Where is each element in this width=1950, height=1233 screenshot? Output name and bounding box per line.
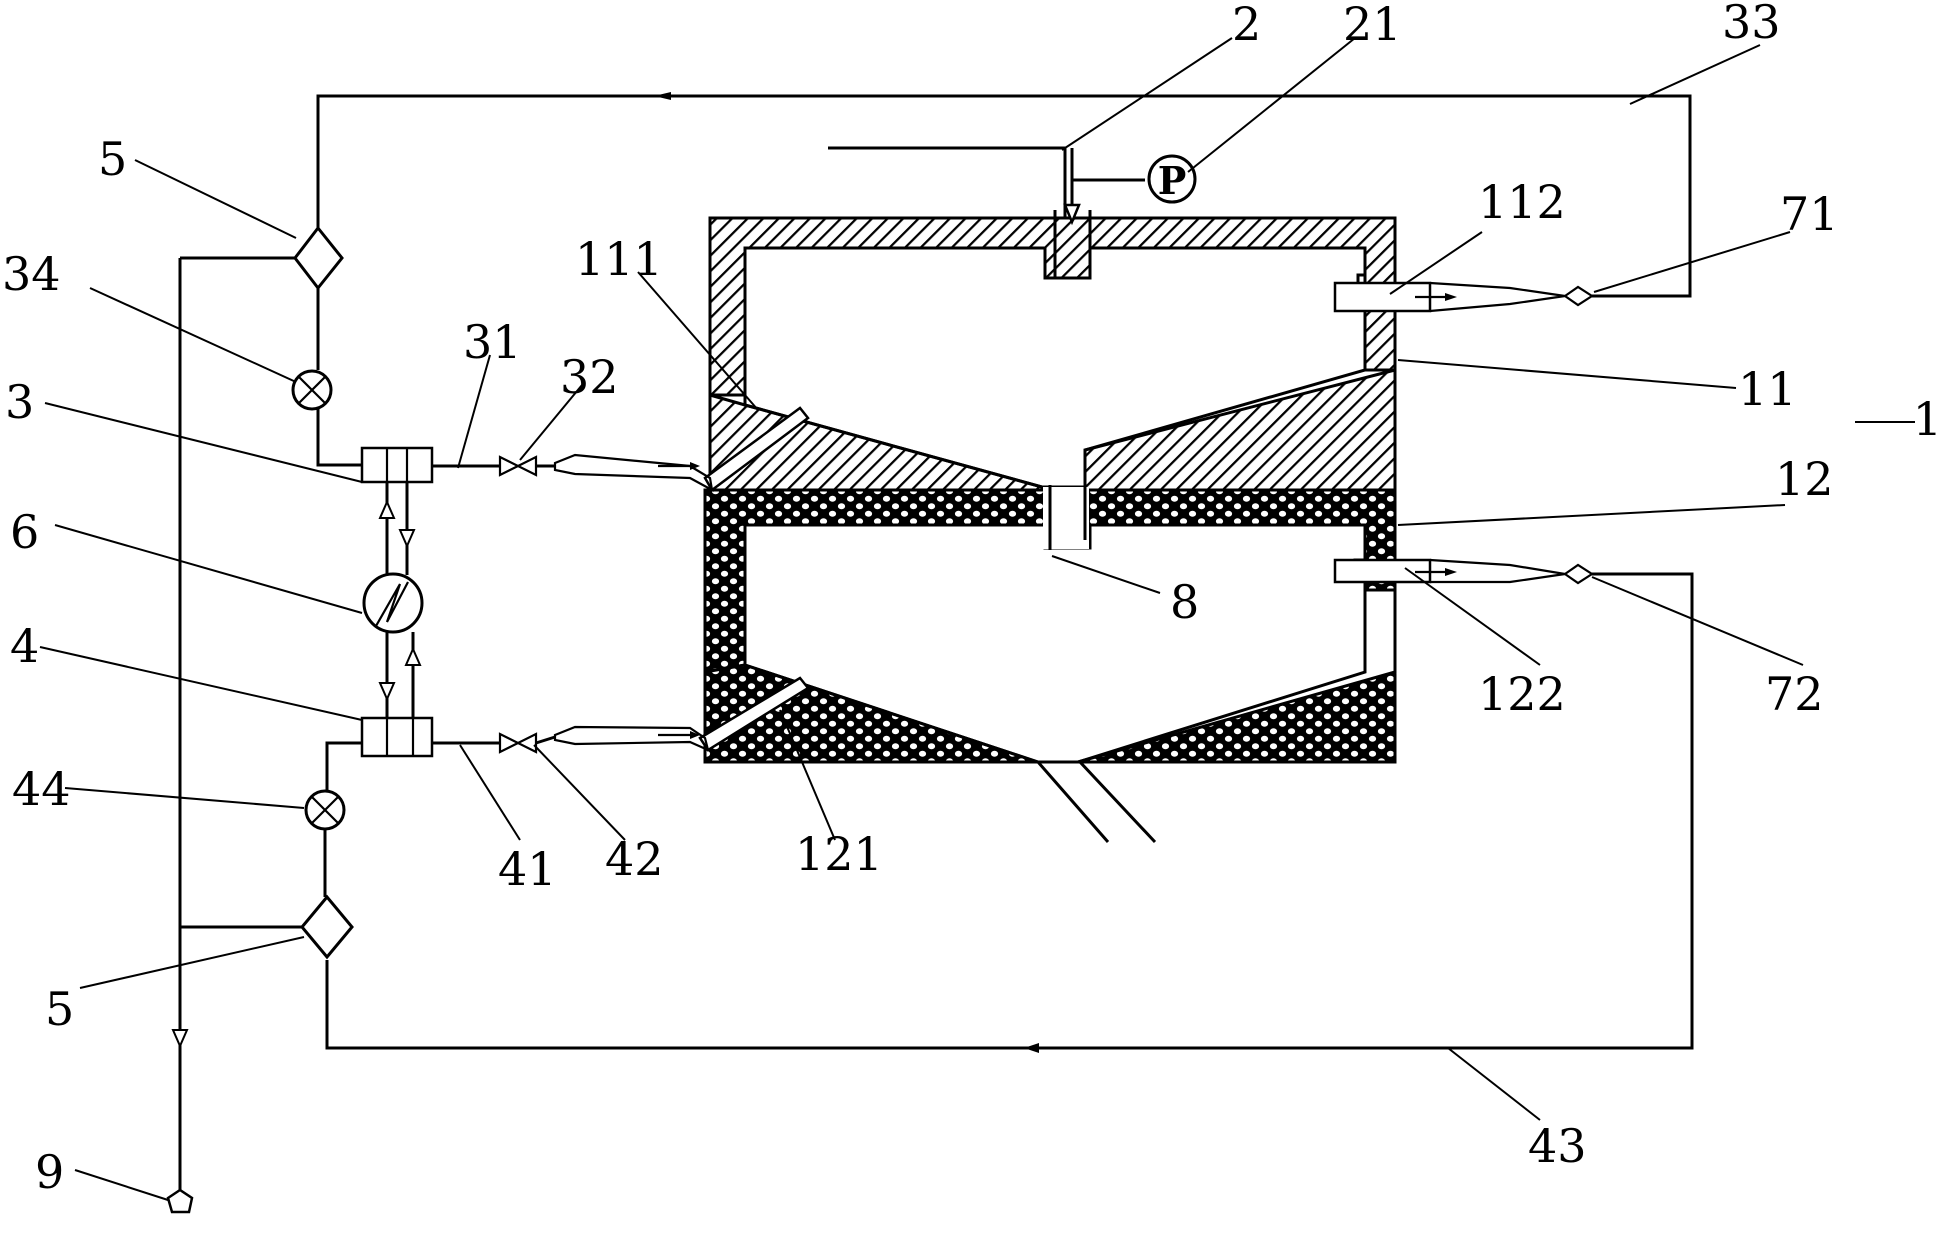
label-42: 42 (605, 832, 664, 886)
mixer-3 (360, 446, 500, 484)
valve-42 (498, 732, 556, 754)
label-31: 31 (463, 315, 522, 369)
label-4: 4 (10, 619, 39, 673)
upper-outlet-nozzle (1333, 281, 1595, 313)
label-1: 1 (1913, 392, 1942, 446)
label-112: 112 (1478, 175, 1566, 229)
label-33: 33 (1722, 0, 1781, 49)
label-9: 9 (35, 1145, 64, 1199)
label-71: 71 (1780, 187, 1839, 241)
heat-exchanger (362, 482, 424, 718)
lower-inlet-nozzle (553, 676, 810, 752)
upper-inlet-nozzle (553, 406, 810, 493)
bottom-outlet (1036, 760, 1157, 844)
pressure-gauge: P (1147, 154, 1197, 204)
mixer-4 (325, 716, 500, 790)
label-111: 111 (575, 232, 663, 286)
pressure-gauge-symbol: P (1158, 158, 1187, 203)
label-5-top: 5 (98, 132, 127, 186)
connecting-nozzle (1043, 485, 1089, 550)
return-line-bottom (325, 572, 1694, 1053)
leader-lines (39, 37, 1915, 1201)
label-122: 122 (1478, 667, 1566, 721)
reference-labels: 1 2 21 33 5 34 31 32 111 112 71 11 3 6 1… (2, 0, 1942, 1199)
separator-top (180, 225, 344, 370)
label-11: 11 (1738, 362, 1797, 416)
label-34: 34 (2, 247, 61, 301)
label-5-bottom: 5 (45, 982, 74, 1036)
valve-32 (498, 455, 555, 477)
feed-pipe (828, 146, 1145, 278)
label-44: 44 (12, 762, 71, 816)
label-41: 41 (498, 842, 557, 896)
label-121: 121 (795, 827, 883, 881)
label-2: 2 (1232, 0, 1261, 51)
return-line-top (316, 92, 1692, 298)
label-21: 21 (1343, 0, 1402, 51)
label-12: 12 (1775, 452, 1834, 506)
control-valve-34 (291, 369, 362, 467)
label-3: 3 (5, 375, 34, 429)
separator-bottom (180, 894, 354, 960)
upper-chamber (708, 216, 1397, 492)
label-32: 32 (560, 350, 619, 404)
label-8: 8 (1170, 575, 1199, 629)
label-6: 6 (10, 505, 39, 559)
lower-outlet-nozzle (1333, 558, 1595, 585)
control-valve-44 (304, 789, 346, 897)
label-43: 43 (1528, 1119, 1587, 1173)
label-72: 72 (1765, 667, 1824, 721)
drain-line (166, 258, 194, 1214)
